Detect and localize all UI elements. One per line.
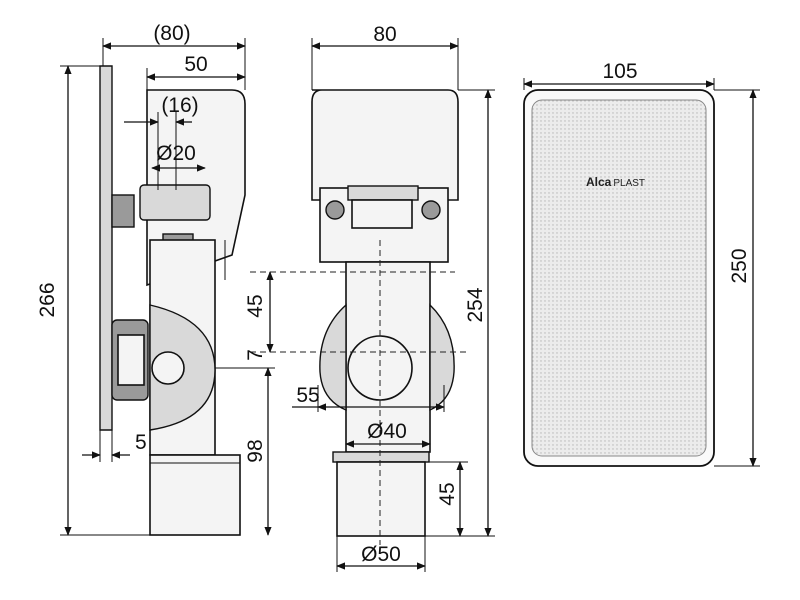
side-view (99, 65, 246, 536)
dim-side-inlet-dia: Ø20 (156, 142, 196, 165)
dim-side-overall-depth: (80) (153, 22, 190, 45)
dim-cover-width: 105 (602, 60, 637, 83)
dim-side-plate-thickness: 5 (135, 431, 147, 454)
side-dimensions: (80) 50 (16) Ø20 266 5 98 (36, 22, 275, 536)
front-dimensions: 80 45 7 254 55 Ø40 45 Ø50 (244, 23, 495, 572)
dim-front-branch-width: 55 (296, 384, 319, 407)
dim-side-offset: (16) (161, 94, 198, 117)
dim-front-outlet-dia: Ø50 (361, 543, 401, 566)
dim-front-pipe-dia: Ø40 (367, 420, 407, 443)
wall-plate (99, 65, 113, 431)
cover-dimensions: 105 250 (523, 60, 760, 467)
dim-front-socket-height: 45 (436, 482, 459, 505)
dim-side-body-depth: 50 (184, 53, 207, 76)
valve-body (139, 184, 211, 221)
cover-panel (531, 99, 707, 457)
dim-side-height: 266 (36, 282, 59, 317)
dim-front-upper-offset: 45 (244, 294, 267, 317)
lower-socket (149, 454, 241, 536)
front-socket (336, 461, 426, 537)
front-upper-housing (311, 89, 459, 201)
dim-front-axis-offset: 7 (244, 349, 267, 361)
front-view (311, 89, 459, 545)
dim-cover-height: 250 (728, 248, 751, 283)
side-connector (111, 194, 135, 228)
dim-side-outlet-height: 98 (244, 439, 267, 462)
dim-front-width: 80 (373, 23, 396, 46)
dim-front-height: 254 (464, 287, 487, 322)
center-lines (250, 271, 470, 353)
